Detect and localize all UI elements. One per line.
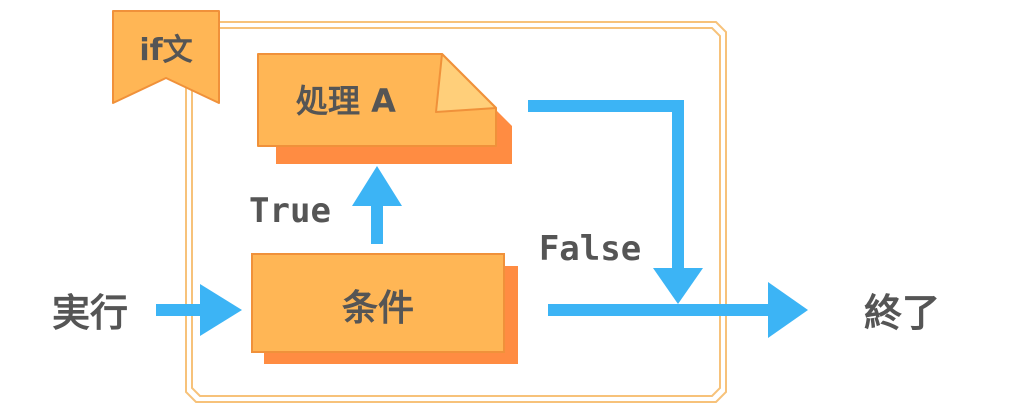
start-arrow [156, 284, 242, 336]
process-a-box: 処理 A [257, 53, 512, 164]
if-tag-label: if文 [139, 33, 192, 68]
true-arrow [352, 166, 402, 244]
process-a-body [257, 53, 497, 147]
process-a-folded-corner [435, 53, 497, 113]
process-a-label: 処理 A [296, 82, 396, 120]
end-label: 終了 [864, 291, 940, 335]
false-arrow [548, 282, 808, 338]
start-label: 実行 [52, 291, 128, 335]
condition-box: 条件 [251, 253, 518, 364]
if-block-frame [185, 21, 727, 403]
false-label: False [539, 229, 641, 269]
true-label: True [249, 191, 331, 231]
process-a-exit-arrow [528, 100, 703, 304]
if-tag: if文 [112, 10, 220, 104]
condition-body [251, 253, 505, 353]
condition-label: 条件 [342, 288, 414, 329]
